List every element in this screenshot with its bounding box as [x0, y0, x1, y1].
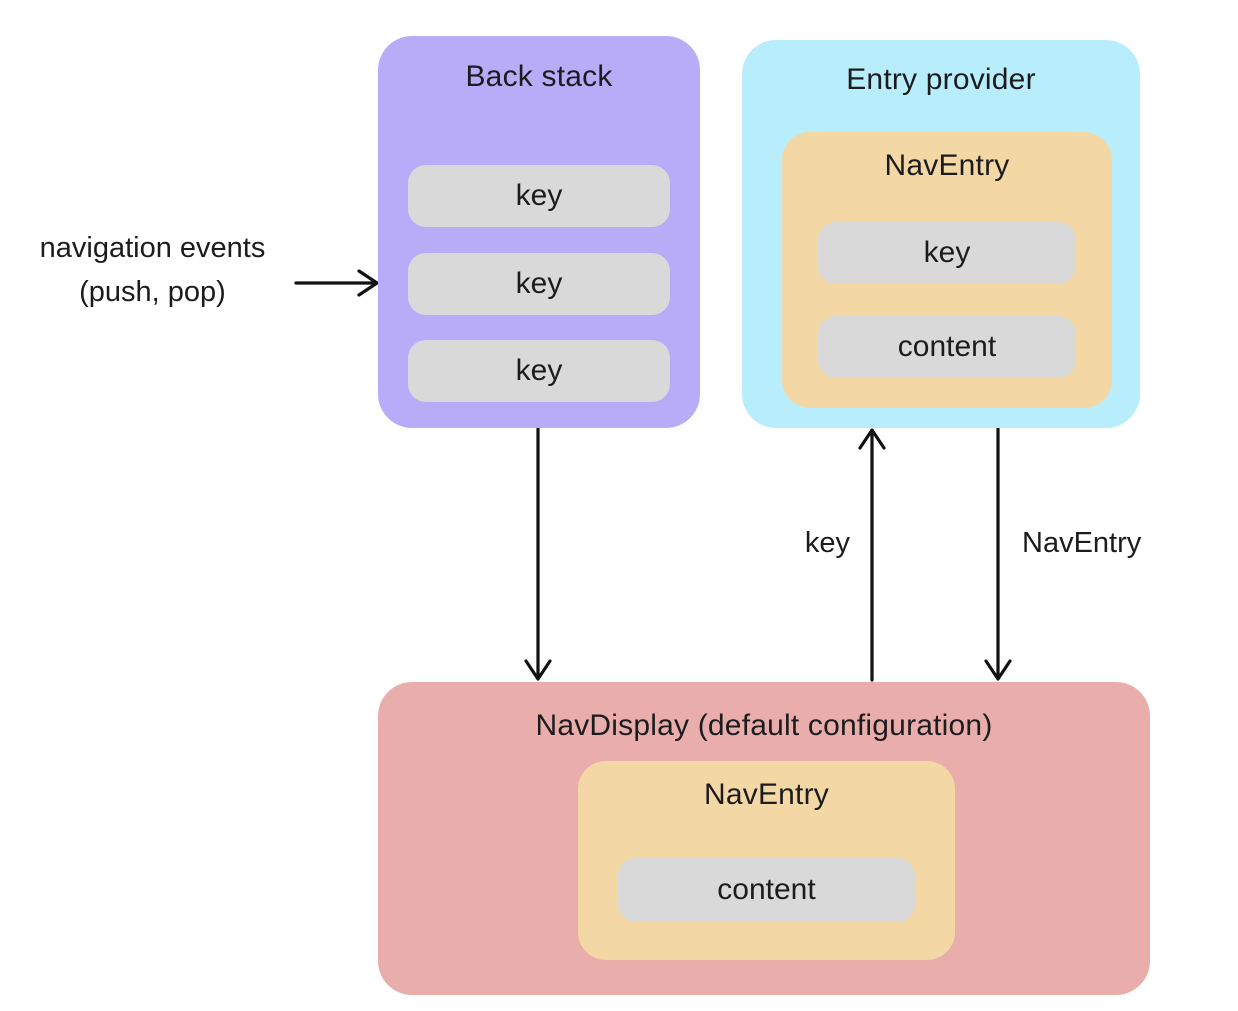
entry-provider-naventry-box: NavEntry key content	[782, 132, 1112, 408]
entry-provider-content-pill: content	[818, 316, 1076, 378]
naventry-down-arrow-icon	[984, 427, 1012, 681]
navdisplay-naventry-box: NavEntry content	[578, 761, 955, 960]
navigation-events-line1: navigation events	[39, 232, 266, 264]
back-stack-key-pill: key	[408, 253, 670, 315]
back-stack-title: Back stack	[465, 60, 613, 93]
key-up-arrow-icon	[858, 428, 886, 682]
entry-provider-key-pill: key	[818, 222, 1076, 284]
entry-provider-title: Entry provider	[846, 63, 1036, 96]
navdisplay-box: NavDisplay (default configuration) NavEn…	[378, 682, 1150, 995]
navigation-events-line2: (push, pop)	[79, 275, 226, 308]
navigation-events-label: navigation events (push, pop)	[5, 227, 300, 314]
backstack-to-navdisplay-arrow-icon	[524, 427, 552, 681]
navdisplay-title: NavDisplay (default configuration)	[535, 709, 993, 742]
navdisplay-content-pill: content	[618, 858, 915, 922]
back-stack-key-pill: key	[408, 340, 670, 402]
navigation-events-arrow-icon	[294, 269, 379, 297]
back-stack-box: Back stack key key key	[378, 36, 700, 428]
naventry-arrow-label: NavEntry	[1022, 527, 1142, 559]
key-arrow-label: key	[804, 527, 850, 559]
back-stack-key-pill: key	[408, 165, 670, 227]
navdisplay-naventry-title: NavEntry	[704, 778, 829, 811]
entry-provider-naventry-title: NavEntry	[884, 149, 1010, 182]
entry-provider-box: Entry provider NavEntry key content	[742, 40, 1140, 428]
